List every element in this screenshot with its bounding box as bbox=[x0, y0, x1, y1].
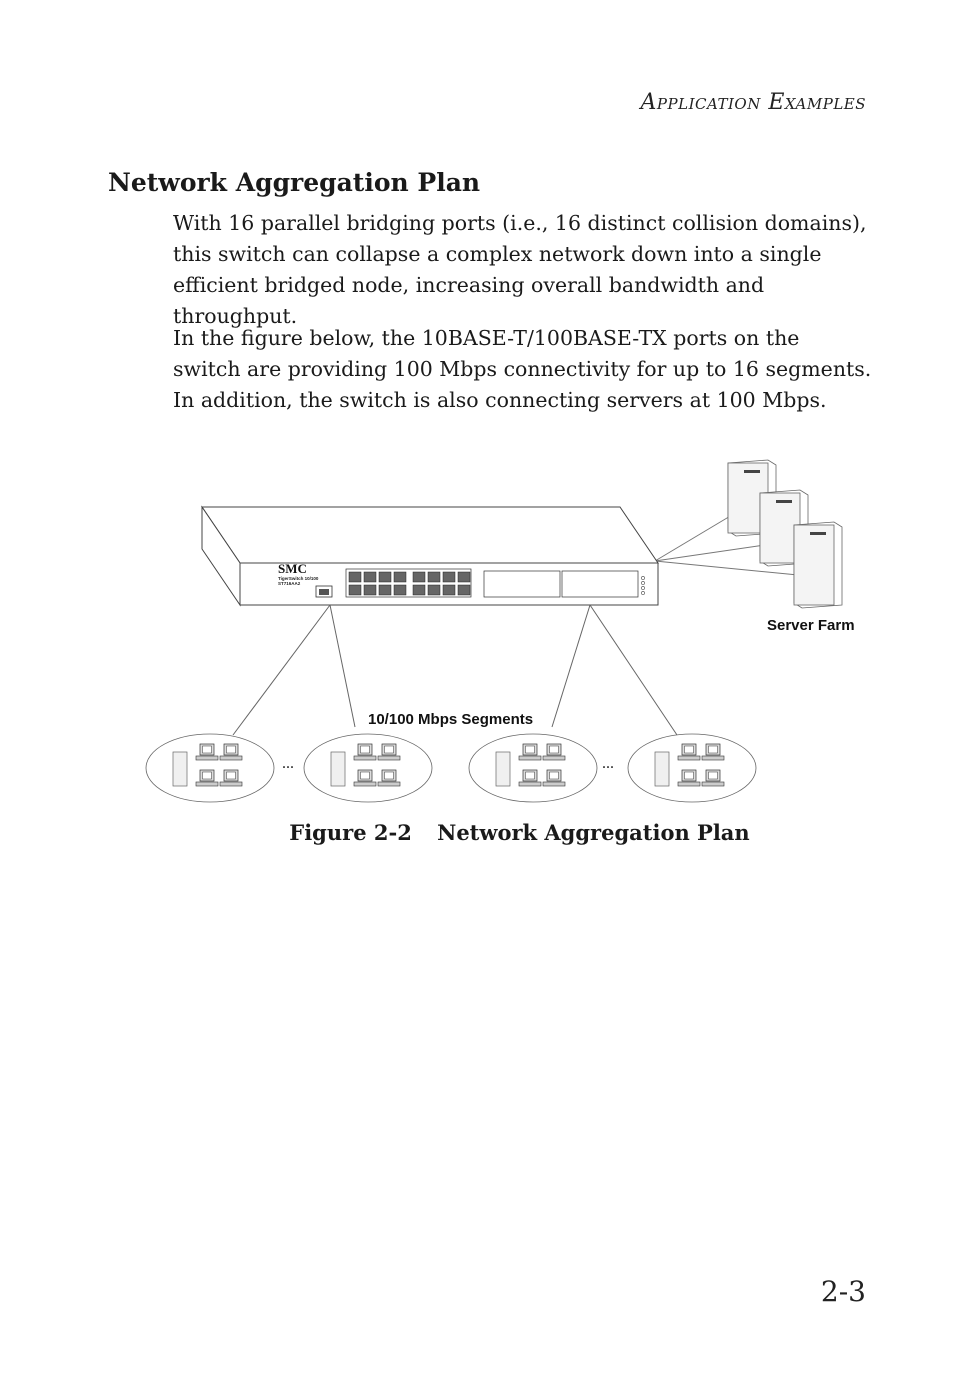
paragraph-figure-description: In the figure below, the 10BASE-T/100BAS… bbox=[173, 326, 872, 412]
running-header: Application Examples bbox=[640, 90, 866, 115]
segment-connection-lines bbox=[232, 604, 678, 736]
switch-model-line1: TigerSwitch 10/100 bbox=[278, 576, 319, 581]
network-segment bbox=[145, 733, 275, 803]
switch-model-line2: ST716AA2 bbox=[278, 581, 301, 586]
switch-port bbox=[412, 571, 426, 583]
server-connection-lines bbox=[654, 514, 799, 576]
network-segment bbox=[627, 733, 757, 803]
segment-server-icon bbox=[330, 751, 346, 787]
section-title: Network Aggregation Plan bbox=[108, 168, 481, 197]
switch-port bbox=[378, 571, 392, 583]
switch-port bbox=[442, 584, 456, 596]
switch-port bbox=[427, 584, 441, 596]
switch-port bbox=[457, 584, 471, 596]
server-farm-label: Server Farm bbox=[767, 617, 855, 634]
switch-ports bbox=[348, 571, 471, 596]
network-segment bbox=[303, 733, 433, 803]
switch-port bbox=[348, 571, 362, 583]
segment-server-icon bbox=[172, 751, 188, 787]
switch-port bbox=[393, 571, 407, 583]
network-segments bbox=[145, 733, 757, 803]
ellipsis-right: ... bbox=[602, 755, 614, 772]
switch-port bbox=[412, 584, 426, 596]
server-icon bbox=[793, 521, 843, 609]
smc-switch: SMC TigerSwitch 10/100 ST716AA2 bbox=[201, 505, 659, 607]
figure-caption-title: Network Aggregation Plan bbox=[437, 820, 750, 845]
figure-caption-number: Figure 2-2 bbox=[289, 820, 412, 845]
network-aggregation-diagram: SMC TigerSwitch 10/100 ST716AA2 bbox=[140, 445, 880, 815]
switch-port bbox=[457, 571, 471, 583]
figure-caption: Figure 2-2 Network Aggregation Plan bbox=[0, 820, 954, 845]
switch-port bbox=[363, 584, 377, 596]
expansion-slot-1 bbox=[483, 570, 561, 598]
switch-port bbox=[363, 571, 377, 583]
switch-brand: SMC bbox=[278, 561, 307, 576]
switch-port bbox=[427, 571, 441, 583]
switch-port bbox=[393, 584, 407, 596]
paragraph-intro: With 16 parallel bridging ports (i.e., 1… bbox=[173, 211, 867, 328]
segments-label: 10/100 Mbps Segments bbox=[368, 711, 533, 728]
network-segment bbox=[468, 733, 598, 803]
switch-port bbox=[378, 584, 392, 596]
segment-server-icon bbox=[654, 751, 670, 787]
segment-server-icon bbox=[495, 751, 511, 787]
server-farm: Server Farm bbox=[727, 459, 855, 634]
switch-port bbox=[348, 584, 362, 596]
page-number: 2-3 bbox=[820, 1275, 866, 1308]
switch-port bbox=[442, 571, 456, 583]
expansion-slot-2 bbox=[561, 570, 639, 598]
ellipsis-left: ... bbox=[282, 755, 294, 772]
